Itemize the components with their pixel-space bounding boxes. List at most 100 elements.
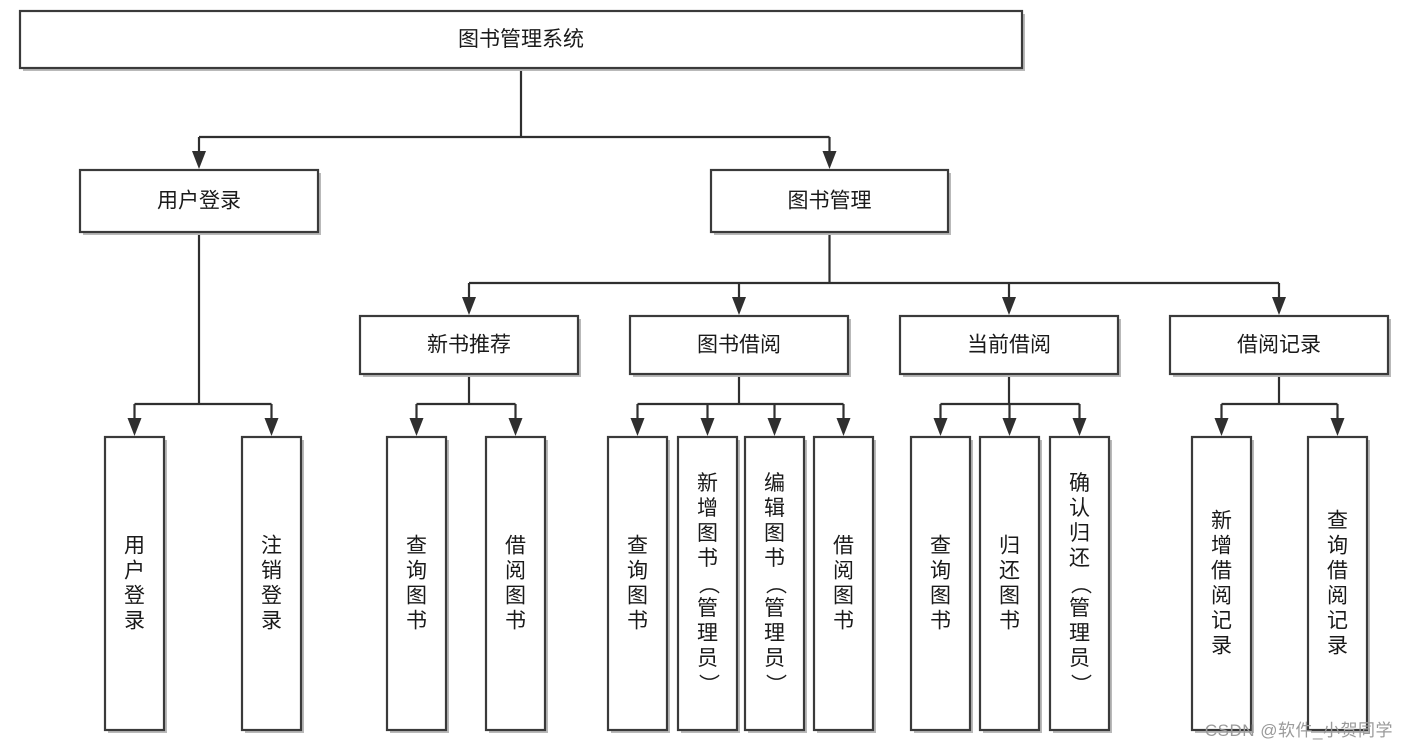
node-border xyxy=(78,168,320,234)
node-label-char: 登 xyxy=(124,585,145,608)
arrow-head-icon xyxy=(1272,297,1286,315)
node-root[interactable]: 图书管理系统 xyxy=(18,9,1025,71)
node-label-char: 图 xyxy=(999,585,1020,608)
node-label-char: 员 xyxy=(697,647,718,670)
connector-group-l2-user-login xyxy=(127,232,279,436)
node-border xyxy=(18,9,1024,70)
node-label-char: 图 xyxy=(505,585,526,608)
node-label-char: 图 xyxy=(406,585,427,608)
node-label-char: 认 xyxy=(1069,497,1090,520)
node-border xyxy=(676,435,739,732)
connector-group-l3-new-book-rec xyxy=(409,374,523,436)
arrow-head-icon xyxy=(462,297,476,315)
arrow-head-icon xyxy=(1072,418,1087,436)
node-label-char: 图 xyxy=(764,522,785,545)
node-label-char: ） xyxy=(697,674,720,695)
node-leaf-user-login[interactable]: 用户登录 xyxy=(103,435,167,733)
node-border xyxy=(1048,435,1111,732)
node-label-char: 新 xyxy=(697,472,718,495)
node-l3-current-borrow[interactable]: 当前借阅 xyxy=(898,314,1121,377)
node-border xyxy=(385,435,448,732)
node-label-char: 借 xyxy=(833,535,854,558)
node-label-char: 借 xyxy=(1327,560,1348,583)
node-label-char: 辑 xyxy=(764,497,785,520)
node-border xyxy=(709,168,950,234)
arrow-head-icon xyxy=(700,418,715,436)
node-label-char: 询 xyxy=(930,560,951,583)
arrow-head-icon xyxy=(1002,297,1016,315)
connector-layer xyxy=(127,68,1345,436)
node-label-char: 归 xyxy=(999,535,1020,558)
node-border xyxy=(978,435,1041,732)
arrow-head-icon xyxy=(933,418,948,436)
node-border xyxy=(484,435,547,732)
node-label-char: 询 xyxy=(1327,535,1348,558)
node-l3-book-borrow[interactable]: 图书借阅 xyxy=(628,314,851,377)
node-label-char: 员 xyxy=(764,647,785,670)
arrow-head-icon xyxy=(630,418,645,436)
node-border xyxy=(1168,314,1390,376)
node-label: 图书借阅 xyxy=(697,334,781,357)
connector-group-l3-book-borrow xyxy=(630,374,851,436)
node-l2-book-manage[interactable]: 图书管理 xyxy=(709,168,951,235)
node-label-char: 录 xyxy=(261,610,282,633)
node-border xyxy=(743,435,806,732)
node-border xyxy=(1306,435,1369,732)
node-label-char: ） xyxy=(1069,674,1092,695)
node-label-char: 书 xyxy=(833,610,854,633)
node-label-char: 录 xyxy=(124,610,145,633)
node-label-char: 录 xyxy=(1327,635,1348,658)
node-label-char: 阅 xyxy=(833,560,854,583)
node-border xyxy=(628,314,850,376)
node-label-char: 书 xyxy=(930,610,951,633)
arrow-head-icon xyxy=(836,418,851,436)
node-label-char: 注 xyxy=(261,535,282,558)
node-label-char: 增 xyxy=(697,497,718,520)
node-border xyxy=(1190,435,1253,732)
node-label-char: 借 xyxy=(1211,560,1232,583)
node-label-char: （ xyxy=(697,574,720,595)
node-border xyxy=(103,435,166,732)
node-label-char: 图 xyxy=(833,585,854,608)
node-label-char: 编 xyxy=(764,472,785,495)
node-label-char: 借 xyxy=(505,535,526,558)
node-label-char: 还 xyxy=(1069,547,1090,570)
node-label-char: 员 xyxy=(1069,647,1090,670)
node-label-char: 书 xyxy=(697,547,718,570)
node-l3-borrow-record[interactable]: 借阅记录 xyxy=(1168,314,1391,377)
node-label-char: 记 xyxy=(1211,610,1232,633)
node-label-char: 理 xyxy=(1069,622,1090,645)
node-label-char: 书 xyxy=(764,547,785,570)
node-label: 新书推荐 xyxy=(427,334,511,357)
node-label-char: 户 xyxy=(124,560,145,583)
node-label-char: 登 xyxy=(261,585,282,608)
node-label-char: （ xyxy=(1069,574,1092,595)
node-border xyxy=(606,435,669,732)
node-label-char: ） xyxy=(764,674,787,695)
node-l2-user-login[interactable]: 用户登录 xyxy=(78,168,321,235)
arrow-head-icon xyxy=(508,418,523,436)
node-l3-new-book-rec[interactable]: 新书推荐 xyxy=(358,314,581,377)
node-label-char: 查 xyxy=(1327,510,1348,533)
node-label-char: 管 xyxy=(697,597,718,620)
arrow-head-icon xyxy=(264,418,279,436)
node-label-char: 图 xyxy=(627,585,648,608)
node-label: 用户登录 xyxy=(157,190,241,213)
node-label: 借阅记录 xyxy=(1237,334,1321,357)
node-label-char: 书 xyxy=(999,610,1020,633)
arrow-head-icon xyxy=(127,418,142,436)
node-label: 图书管理 xyxy=(788,190,872,213)
